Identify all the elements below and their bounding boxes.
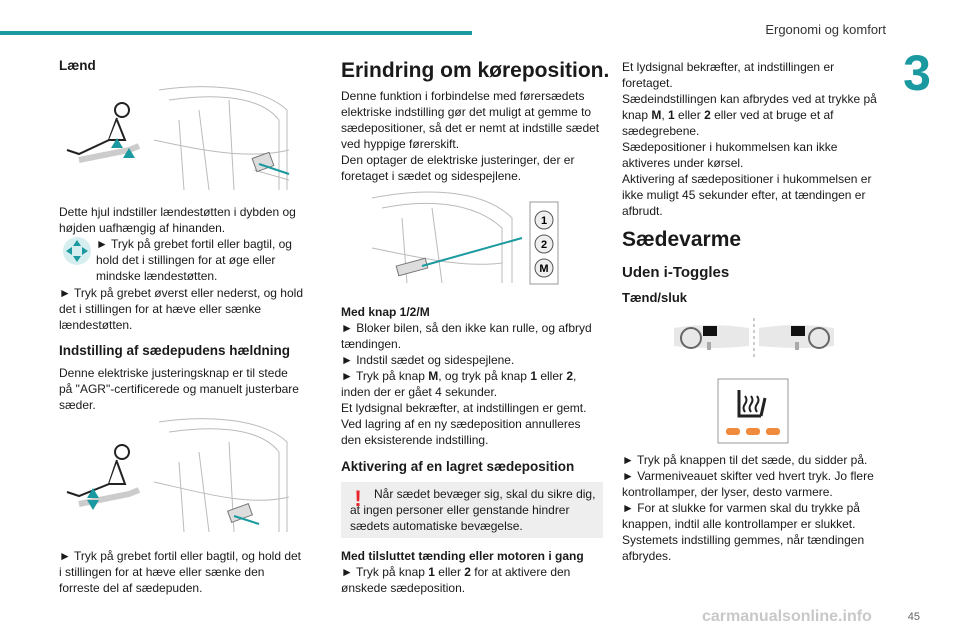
memory-button-1-label: 1 xyxy=(541,215,547,227)
memory-paragraph-1: Denne funktion i forbindelse med førersæ… xyxy=(341,89,600,151)
heading-seat-heating: Sædevarme xyxy=(622,228,742,251)
tilt-bullet-1: ► Tryk på grebet fortil eller bagtil, og… xyxy=(59,549,302,595)
tilt-paragraph-1: Denne elektriske justeringsknap er til s… xyxy=(59,366,299,412)
heading-toggles: Uden i-Toggles xyxy=(622,264,730,281)
warning-box xyxy=(341,482,603,538)
lumbar-control-icon xyxy=(63,237,91,265)
heating-bullet-2: ► Varmeniveauet skifter ved hvert tryk. … xyxy=(622,469,874,499)
warning-icon: ! xyxy=(354,486,362,511)
memory-bullet-2: ► Indstil sædet og sidespejlene. xyxy=(341,353,515,367)
lumbar-illustration xyxy=(59,80,293,195)
col3-paragraph-1: Et lydsignal bekræfter, at indstillingen… xyxy=(622,60,835,90)
col3-paragraph-3: Sædepositioner i hukommelsen kan ikke ak… xyxy=(622,140,838,170)
warning-text: Når sædet bevæger sig, skal du sikre dig… xyxy=(350,487,596,533)
memory-button-m-label: M xyxy=(539,263,548,275)
heading-memory: Erindring om køreposition. xyxy=(341,59,610,82)
heading-ignition: Med tilsluttet tænding eller motoren i g… xyxy=(341,549,584,563)
section-title: Ergonomi og komfort xyxy=(765,22,886,37)
col3-paragraph-4: Aktivering af sædepositioner i hukommels… xyxy=(622,172,872,218)
memory-paragraph-3: Et lydsignal bekræfter, at indstillingen… xyxy=(341,401,587,415)
header-accent-bar xyxy=(0,31,472,35)
chapter-number: 3 xyxy=(903,45,931,101)
heating-bullet-3: ► For at slukke for varmen skal du trykk… xyxy=(622,501,860,531)
laend-paragraph-1: Dette hjul indstiller lændestøtten i dyb… xyxy=(59,205,296,235)
heading-laend: Lænd xyxy=(59,58,96,73)
seat-heating-dashboard-illustration xyxy=(674,318,834,359)
memory-bullet-1: ► Bloker bilen, så den ikke kan rulle, o… xyxy=(341,321,592,351)
laend-bullet-2: ► Tryk på grebet øverst eller nederst, o… xyxy=(59,286,303,332)
seat-heating-button-icon[interactable] xyxy=(717,378,789,444)
memory-bullet-3: ► Tryk på knap M, og tryk på knap 1 elle… xyxy=(341,369,577,399)
memory-bullet-4: ► Tryk på knap 1 eller 2 for at aktivere… xyxy=(341,565,571,595)
watermark: carmanualsonline.info xyxy=(702,608,872,625)
heading-tilt: Indstilling af sædepudens hældning xyxy=(59,343,291,358)
heating-paragraph-5: Systemets indstilling gemmes, når tændin… xyxy=(622,533,865,563)
memory-button-2-label: 2 xyxy=(541,239,547,251)
memory-buttons-illustration: 1 2 M xyxy=(362,188,562,288)
heading-activate: Aktivering af en lagret sædeposition xyxy=(341,459,575,474)
laend-bullet-1: ► Tryk på grebet fortil eller bagtil, og… xyxy=(96,237,292,283)
heating-bullet-1: ► Tryk på knappen til det sæde, du sidde… xyxy=(622,453,868,467)
memory-paragraph-4: Ved lagring af en ny sædeposition annull… xyxy=(341,417,581,447)
cushion-tilt-illustration xyxy=(59,412,293,537)
page-number: 45 xyxy=(907,611,920,623)
memory-paragraph-2: Den optager de elektriske justeringer, d… xyxy=(341,153,575,183)
heading-on-off: Tænd/sluk xyxy=(622,290,688,305)
col3-paragraph-2: Sædeindstillingen kan afbrydes ved at tr… xyxy=(622,92,877,138)
heading-buttons: Med knap 1/2/M xyxy=(341,305,430,319)
